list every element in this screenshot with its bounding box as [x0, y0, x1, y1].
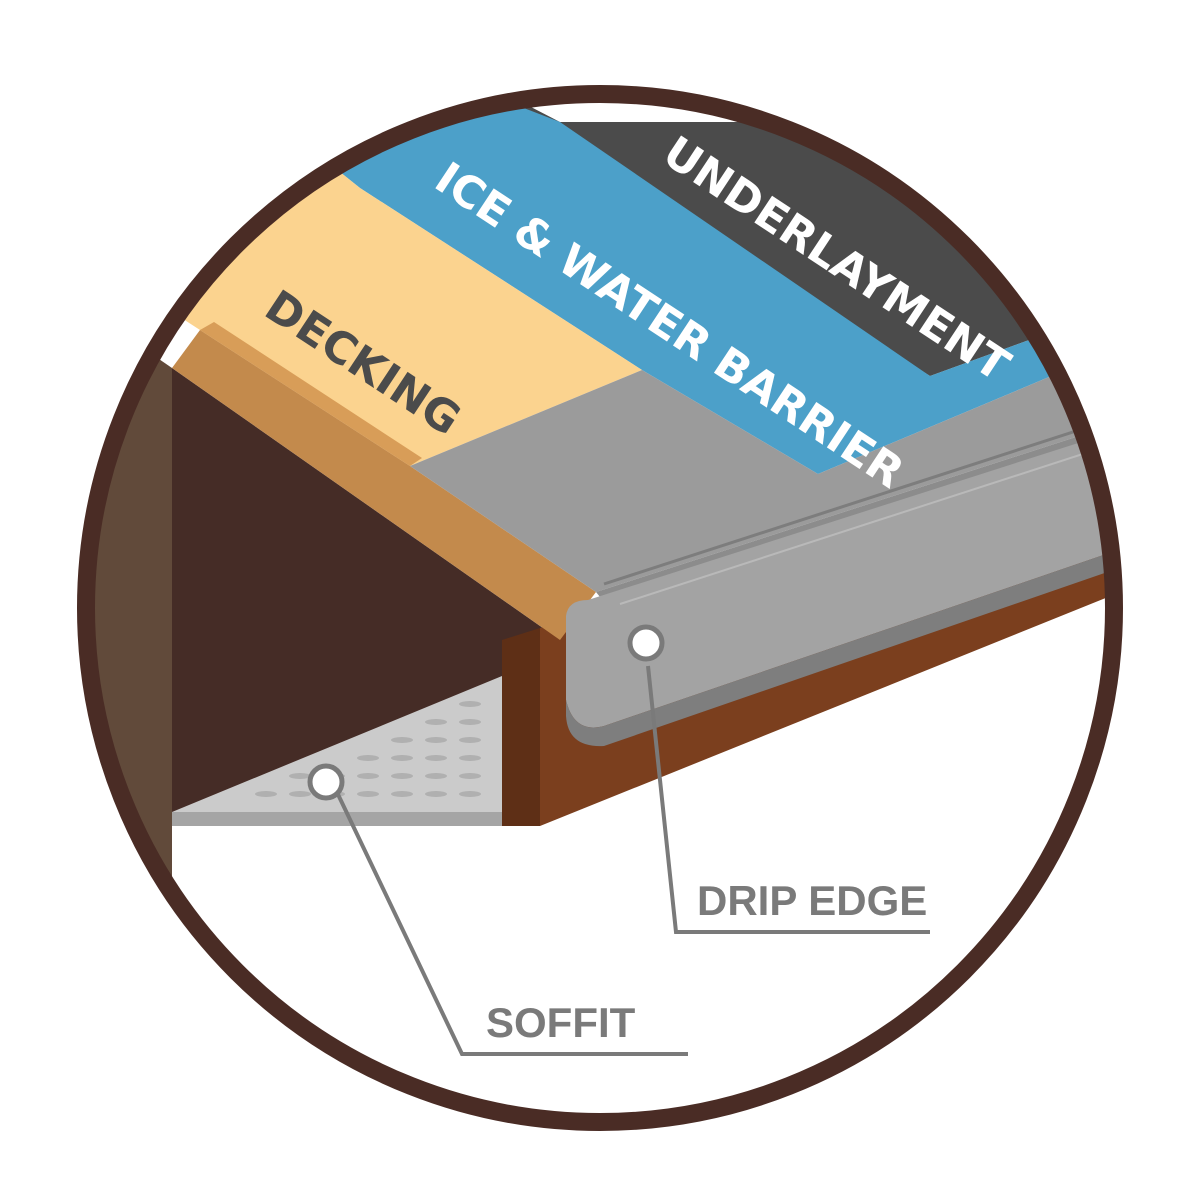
soffit-callout-line: [332, 785, 688, 1056]
drip-edge-label: DRIP EDGE: [697, 877, 927, 924]
fascia-side: [502, 628, 540, 826]
drip-edge-callout-line: [646, 665, 930, 934]
soffit-marker: [307, 763, 345, 801]
soffit-label: SOFFIT: [486, 999, 636, 1046]
decking-edge-top: [200, 322, 422, 466]
drip-edge-marker: [627, 624, 665, 662]
circle-frame: [77, 85, 1123, 1131]
decking-edge: [172, 330, 596, 640]
ice-water-barrier-layer: [250, 94, 1080, 474]
drip-edge-metal: [410, 340, 1114, 747]
callout-lines: [332, 665, 930, 1056]
